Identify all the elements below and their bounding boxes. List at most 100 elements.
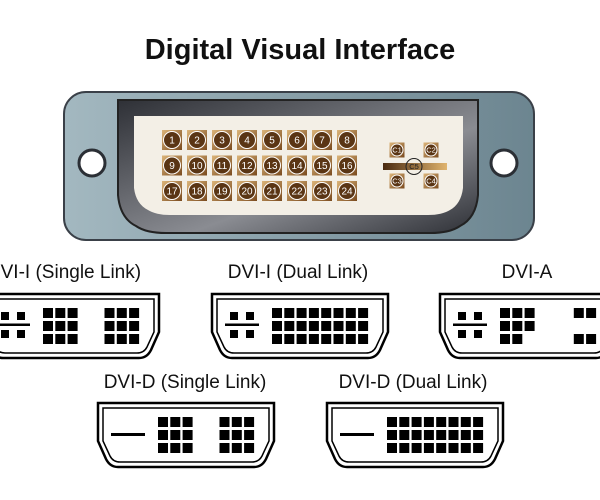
pin <box>43 308 53 318</box>
pin-17: 17 <box>162 181 182 201</box>
pin <box>573 334 584 344</box>
pin <box>500 334 510 344</box>
pin <box>512 321 523 331</box>
pin <box>423 417 434 427</box>
pin <box>345 321 356 331</box>
pin <box>586 308 597 318</box>
pin <box>387 430 397 440</box>
pin-number: 11 <box>217 161 228 172</box>
pin <box>43 334 53 344</box>
pin <box>296 334 307 344</box>
pin-7: 7 <box>312 130 332 150</box>
analog-pin <box>1 330 9 338</box>
pin <box>170 417 181 427</box>
variant-diagram-dvi-i-single-link <box>0 292 161 360</box>
ground-blade <box>225 323 259 326</box>
pin-number: 20 <box>241 187 253 198</box>
analog-pin-c2: C2 <box>423 142 439 158</box>
variant-diagram-dvi-i-dual-link <box>210 292 390 360</box>
pin <box>460 443 471 453</box>
pin <box>436 430 447 440</box>
pin <box>244 430 255 440</box>
analog-pin <box>246 312 254 320</box>
pin-14: 14 <box>287 155 307 176</box>
pin <box>460 430 471 440</box>
pin <box>272 334 282 344</box>
pin-number: C5 <box>409 162 419 171</box>
pin-number: 4 <box>244 136 250 147</box>
page-title: Digital Visual Interface <box>144 34 456 66</box>
pin <box>473 430 484 440</box>
pin <box>231 443 242 453</box>
pin-number: 18 <box>191 187 203 198</box>
pin-24: 24 <box>337 181 357 201</box>
ground-blade <box>453 323 487 326</box>
pin <box>423 443 434 453</box>
pin <box>512 334 523 344</box>
pin <box>321 308 332 318</box>
analog-pin <box>17 330 25 338</box>
pin <box>272 321 282 331</box>
analog-pin <box>474 312 482 320</box>
pin <box>448 443 459 453</box>
pin <box>448 430 459 440</box>
pin-number: 16 <box>341 161 353 172</box>
pin-number: 6 <box>294 136 300 147</box>
pin-number: 10 <box>191 161 203 172</box>
pin <box>129 308 140 318</box>
pin <box>182 417 193 427</box>
pin <box>411 417 422 427</box>
pin-number: C1 <box>392 146 402 155</box>
pin <box>333 308 344 318</box>
analog-pin <box>458 330 466 338</box>
ground-blade <box>111 433 145 436</box>
pin <box>473 417 484 427</box>
pin <box>231 417 242 427</box>
pin <box>158 430 168 440</box>
analog-pin <box>458 312 466 320</box>
pin <box>308 308 319 318</box>
pin <box>116 308 127 318</box>
pin <box>67 321 78 331</box>
pin <box>473 443 484 453</box>
variant-label-dvi-a: DVI-A <box>501 262 553 283</box>
connector-inner-outline <box>102 407 270 463</box>
pin-number: 12 <box>241 161 253 172</box>
pin <box>55 308 66 318</box>
pin <box>321 321 332 331</box>
pin <box>399 417 410 427</box>
pin-9: 9 <box>162 155 182 176</box>
pin <box>67 334 78 344</box>
pin <box>500 321 510 331</box>
pin <box>284 334 295 344</box>
pin <box>67 308 78 318</box>
pin-number: 13 <box>266 161 278 172</box>
connector-inner-outline <box>216 298 384 354</box>
pin-16: 16 <box>337 155 357 176</box>
variant-label-dvi-d-dual-link: DVI-D (Dual Link) <box>338 372 488 393</box>
pin-4: 4 <box>237 130 257 150</box>
connector-inner-outline <box>0 298 155 354</box>
pin <box>333 334 344 344</box>
pin-number: 15 <box>316 161 328 172</box>
pin-18: 18 <box>187 181 207 201</box>
pin <box>321 334 332 344</box>
pin-5: 5 <box>262 130 282 150</box>
pin <box>272 308 282 318</box>
pin <box>411 430 422 440</box>
pin <box>284 321 295 331</box>
pin-23: 23 <box>312 181 332 201</box>
pin <box>231 430 242 440</box>
pin <box>358 334 369 344</box>
pin <box>308 334 319 344</box>
pin <box>436 443 447 453</box>
pin <box>296 308 307 318</box>
variant-diagram-dvi-d-dual-link <box>325 401 505 469</box>
pin <box>158 417 168 427</box>
pin <box>500 308 510 318</box>
variant-label-dvi-d-single-link: DVI-D (Single Link) <box>103 372 267 393</box>
pin-1: 1 <box>162 130 182 150</box>
connector-inner-outline <box>444 298 600 354</box>
pin <box>333 321 344 331</box>
